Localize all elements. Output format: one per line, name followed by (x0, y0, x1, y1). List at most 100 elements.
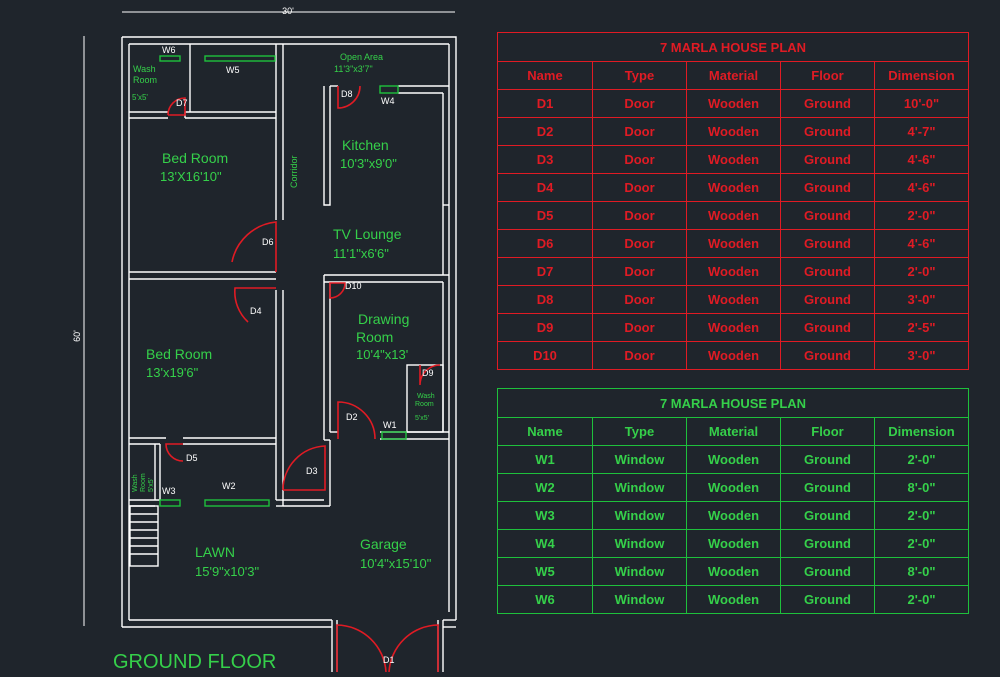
room-bed-2-name: Bed Room (146, 346, 212, 362)
table-cell: Window (592, 473, 687, 502)
room-corridor-name: Corridor (289, 155, 299, 188)
room-wash-2-line1: Wash (417, 393, 435, 400)
table-cell: Ground (780, 501, 875, 530)
table-cell: D10 (497, 341, 593, 370)
door-schedule-table: 7 MARLA HOUSE PLAN Name Type Material Fl… (496, 32, 970, 370)
table-cell: Ground (780, 229, 875, 258)
table-cell: Wooden (686, 201, 781, 230)
room-garage-name: Garage (360, 536, 407, 552)
table-cell: Wooden (686, 473, 781, 502)
table-cell: D1 (497, 89, 593, 118)
window-table-title-row: 7 MARLA HOUSE PLAN (496, 388, 970, 418)
table-cell: Wooden (686, 585, 781, 614)
room-kitchen-name: Kitchen (342, 137, 389, 153)
room-wash-3-size: 5'x5' (148, 478, 155, 492)
table-cell: 8'-0" (873, 473, 970, 502)
door-d3 (282, 445, 326, 491)
table-cell: Window (592, 445, 687, 474)
column-header: Material (686, 417, 781, 446)
table-cell: 4'-6" (873, 145, 970, 174)
table-cell: Wooden (686, 117, 781, 146)
table-cell: 2'-5" (873, 313, 970, 342)
table-cell: Wooden (686, 173, 781, 202)
table-cell: 2'-0" (873, 585, 970, 614)
window-w4 (379, 85, 399, 94)
door-d6 (231, 221, 277, 272)
table-cell: 2'-0" (873, 445, 970, 474)
table-cell: D5 (497, 201, 593, 230)
table-cell: Wooden (686, 285, 781, 314)
table-cell: D9 (497, 313, 593, 342)
tag-d7: D7 (176, 98, 188, 108)
column-header: Dimension (873, 61, 970, 90)
room-tv-lounge-name: TV Lounge (333, 226, 402, 242)
tag-d1: D1 (383, 655, 395, 665)
room-bed-2-size: 13'x19'6" (146, 365, 199, 380)
door-d9 (419, 364, 441, 386)
window-table-header-row: Name Type Material Floor Dimension (497, 417, 970, 446)
table-cell: 2'-0" (873, 529, 970, 558)
door-d10 (329, 282, 346, 299)
table-cell: W3 (497, 501, 593, 530)
table-cell: Door (592, 341, 687, 370)
room-drawing-line1: Drawing (358, 311, 409, 327)
window-w5 (204, 55, 276, 62)
depth-dimension: 60' (72, 330, 82, 342)
table-cell: Door (592, 145, 687, 174)
width-dimension: 30' (282, 6, 294, 16)
tag-d3: D3 (306, 466, 318, 476)
door-d1 (336, 624, 439, 673)
window-table-title: 7 MARLA HOUSE PLAN (496, 388, 970, 418)
table-cell: D2 (497, 117, 593, 146)
door-d2 (337, 401, 376, 440)
table-cell: Ground (780, 145, 875, 174)
tag-w1: W1 (383, 420, 397, 430)
window-w1 (381, 431, 407, 440)
room-wash-1-line1: Wash (133, 64, 156, 74)
table-cell: Door (592, 229, 687, 258)
table-cell: 4'-6" (873, 229, 970, 258)
table-cell: Wooden (686, 445, 781, 474)
column-header: Floor (780, 61, 875, 90)
table-cell: Door (592, 313, 687, 342)
table-cell: 2'-0" (873, 257, 970, 286)
tag-w4: W4 (381, 96, 395, 106)
table-cell: Ground (780, 257, 875, 286)
table-cell: Wooden (686, 229, 781, 258)
door-d4 (234, 287, 276, 323)
table-cell: W5 (497, 557, 593, 586)
column-header: Floor (780, 417, 875, 446)
room-open-area-size: 11'3"x3'7" (334, 64, 373, 74)
table-cell: Wooden (686, 313, 781, 342)
table-cell: Window (592, 585, 687, 614)
table-cell: W2 (497, 473, 593, 502)
table-cell: Wooden (686, 89, 781, 118)
tag-d10: D10 (345, 281, 362, 291)
door-table-title-row: 7 MARLA HOUSE PLAN (496, 32, 970, 62)
tag-d2: D2 (346, 412, 358, 422)
table-cell: 2'-0" (873, 501, 970, 530)
window-w6 (159, 55, 181, 62)
column-header: Dimension (873, 417, 970, 446)
table-cell: 3'-0" (873, 285, 970, 314)
table-cell: Door (592, 201, 687, 230)
table-cell: Ground (780, 173, 875, 202)
table-cell: W4 (497, 529, 593, 558)
room-lawn-name: LAWN (195, 544, 235, 560)
